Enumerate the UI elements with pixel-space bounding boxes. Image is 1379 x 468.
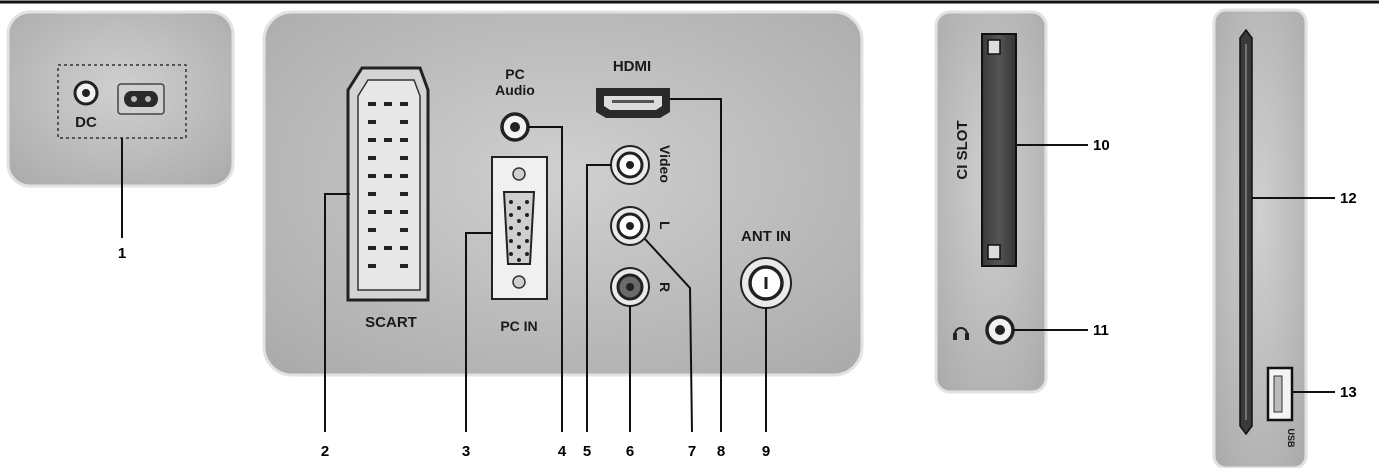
- callout-5: 5: [583, 443, 591, 460]
- vga-pin: [525, 226, 529, 230]
- scart-pin: [384, 102, 392, 106]
- scart-pin: [400, 228, 408, 232]
- scart-pin: [368, 264, 376, 268]
- side-panel: CI SLOT: [934, 10, 1048, 394]
- hdmi-label: HDMI: [613, 58, 651, 75]
- vga-pin: [509, 239, 513, 243]
- scart-pin: [400, 102, 408, 106]
- scart-pin: [384, 138, 392, 142]
- vga-pin: [517, 258, 521, 262]
- leader-4: [528, 126, 563, 432]
- vga-connector: [491, 156, 548, 300]
- leader-8: [670, 98, 722, 432]
- left-label: L: [657, 221, 673, 230]
- pc-audio-label-line2: Audio: [495, 82, 535, 98]
- vga-pin: [509, 252, 513, 256]
- vga-pin: [509, 213, 513, 217]
- headphone-icon: [953, 327, 969, 340]
- leader-2: [324, 193, 350, 432]
- ant-in-label: ANT IN: [741, 228, 791, 245]
- vga-pin: [517, 232, 521, 236]
- callout-9: 9: [762, 443, 770, 460]
- power-panel: DC: [6, 10, 235, 188]
- scart-pin: [400, 174, 408, 178]
- callout-8: 8: [717, 443, 725, 460]
- callout-10: 10: [1093, 137, 1110, 154]
- vga-pin: [509, 226, 513, 230]
- scart-pin: [368, 174, 376, 178]
- vga-pin: [509, 200, 513, 204]
- callout-2: 2: [321, 443, 329, 460]
- callout-4: 4: [558, 443, 567, 460]
- scart-pin: [368, 210, 376, 214]
- vga-pin: [525, 252, 529, 256]
- pc-in-label: PC IN: [500, 318, 537, 334]
- callout-7: 7: [688, 443, 696, 460]
- power-socket-icon: [117, 83, 165, 115]
- leader-5: [586, 164, 611, 432]
- leader-3: [465, 232, 492, 432]
- usb-label: USB: [1286, 428, 1296, 448]
- audio-left-rca-jack: [610, 206, 650, 246]
- leader-lines: [121, 98, 1335, 433]
- scart-pin: [400, 156, 408, 160]
- scart-pin: [368, 156, 376, 160]
- scart-pin: [368, 138, 376, 142]
- scart-pin: [400, 264, 408, 268]
- vga-pin: [517, 245, 521, 249]
- scart-pin: [368, 120, 376, 124]
- headphone-jack: [985, 315, 1015, 345]
- callout-numbers: 1 2 3 4 5 6 7 8 9 10 11 12 13: [118, 137, 1357, 460]
- vga-pin: [517, 219, 521, 223]
- audio-right-rca-jack: [610, 267, 650, 307]
- callout-11: 11: [1093, 322, 1109, 339]
- callout-13: 13: [1340, 384, 1357, 401]
- card-slot: [1239, 28, 1253, 436]
- scart-connector: [346, 66, 430, 302]
- callout-12: 12: [1340, 190, 1357, 207]
- video-rca-jack: [610, 145, 650, 185]
- scart-pin: [384, 210, 392, 214]
- scart-label: SCART: [365, 314, 417, 331]
- scart-pin: [368, 102, 376, 106]
- scart-pins: [368, 102, 408, 268]
- right-label: R: [657, 282, 673, 292]
- scart-pin: [384, 246, 392, 250]
- callout-3: 3: [462, 443, 470, 460]
- usb-port: [1266, 366, 1294, 422]
- scart-pin: [400, 192, 408, 196]
- leader-7: [644, 238, 693, 433]
- antenna-socket: [740, 257, 792, 309]
- scart-pin: [368, 192, 376, 196]
- video-label: Video: [657, 145, 673, 183]
- callout-1: 1: [118, 245, 126, 262]
- dc-label: DC: [75, 114, 97, 131]
- scart-pin: [384, 174, 392, 178]
- ci-slot: [981, 33, 1017, 267]
- pc-audio-label-line1: PC: [505, 66, 524, 82]
- scart-pin: [368, 246, 376, 250]
- vga-pin: [517, 206, 521, 210]
- vga-pin: [525, 200, 529, 204]
- vga-pins: [509, 200, 529, 262]
- pc-audio-jack: [500, 112, 530, 142]
- scart-pin: [400, 210, 408, 214]
- ci-slot-label: CI SLOT: [954, 120, 971, 179]
- callout-6: 6: [626, 443, 634, 460]
- vga-pin: [525, 239, 529, 243]
- scart-pin: [400, 138, 408, 142]
- hdmi-port: [596, 88, 670, 118]
- vga-pin: [525, 213, 529, 217]
- scart-pin: [368, 228, 376, 232]
- usb-panel: USB: [1212, 8, 1308, 468]
- dc-jack: [73, 80, 99, 106]
- scart-pin: [400, 120, 408, 124]
- scart-pin: [400, 246, 408, 250]
